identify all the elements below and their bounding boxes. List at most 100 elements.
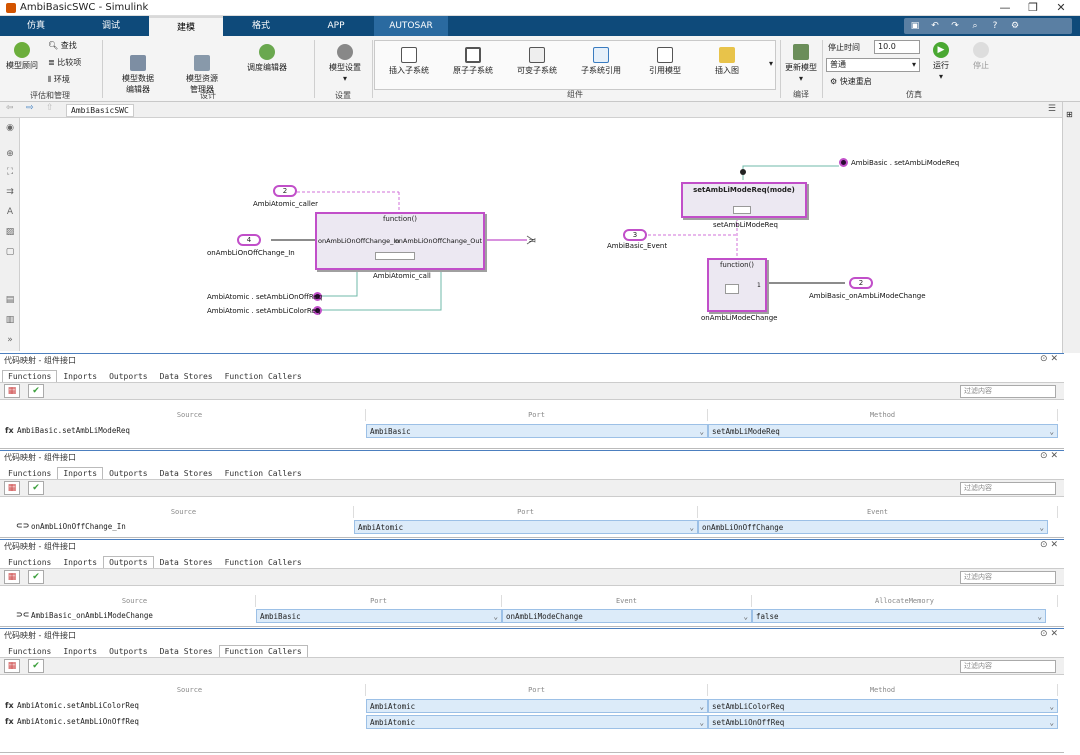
filter-input[interactable]: 过滤内容 (960, 660, 1056, 673)
table-cell-method[interactable]: setAmbLiModeReq⌄ (708, 424, 1058, 438)
check-icon[interactable]: ✔ (28, 384, 44, 398)
check-icon[interactable]: ✔ (28, 659, 44, 673)
fast-restart-button[interactable]: ⚙ 快速重启 (830, 76, 872, 87)
col-source[interactable]: Source (14, 506, 354, 518)
filter-input[interactable]: 过滤内容 (960, 385, 1056, 398)
table-cell-event[interactable]: onAmbLiModeChange⌄ (502, 609, 752, 623)
subtab-outports[interactable]: Outports (109, 372, 148, 381)
breadcrumb[interactable]: AmbiBasicSWC (66, 104, 134, 117)
subtab-data-stores[interactable]: Data Stores (159, 558, 213, 567)
menu-icon[interactable]: ☰ (1047, 104, 1056, 114)
table-cell-method[interactable]: setAmbLiColorReq⌄ (708, 699, 1058, 713)
table-cell-port[interactable]: AmbiAtomic⌄ (366, 715, 708, 729)
atomic-subsystem-block[interactable]: function() onAmbLiOnOffChange_In onAmbLi… (315, 212, 485, 270)
subtab-functions[interactable]: Functions (8, 558, 52, 567)
fit-view-icon[interactable]: ⛶ (6, 167, 14, 177)
image-icon[interactable]: ▨ (5, 227, 15, 237)
panel-controls[interactable]: ⊙ ✕ (1040, 629, 1058, 639)
table-icon[interactable]: ▦ (4, 384, 20, 398)
col-source[interactable]: Source (14, 595, 256, 607)
table-icon[interactable]: ▦ (4, 481, 20, 495)
col-port[interactable]: Port (366, 684, 708, 696)
insert-chart-button[interactable]: 插入图 (697, 47, 757, 76)
screenshot-icon[interactable]: ▤ (5, 295, 15, 305)
col-method[interactable]: Method (708, 684, 1058, 696)
sl-port-onoff[interactable] (313, 292, 322, 301)
subtab-inports[interactable]: Inports (63, 647, 98, 656)
maximize-icon[interactable]: ❐ (1028, 1, 1038, 14)
col-source[interactable]: Source (14, 409, 366, 421)
minimize-icon[interactable]: — (999, 1, 1011, 14)
area-icon[interactable]: ▢ (5, 247, 15, 257)
subtab-inports[interactable]: Inports (57, 467, 104, 479)
subsystem-reference-button[interactable]: 子系统引用 (571, 47, 631, 76)
tab-modeling[interactable]: 建模 (149, 16, 223, 36)
table-cell-port[interactable]: AmbiAtomic⌄ (354, 520, 698, 534)
filter-input[interactable]: 过滤内容 (960, 571, 1056, 584)
subtab-inports[interactable]: Inports (63, 558, 98, 567)
model-data-editor-button[interactable]: 模型数据 编辑器 (112, 44, 164, 95)
annotation-icon[interactable]: A (6, 207, 14, 217)
table-cell-event[interactable]: onAmbLiOnOffChange⌄ (698, 520, 1048, 534)
environment-button[interactable]: ⫴ 环境 (48, 74, 70, 85)
subtab-inports[interactable]: Inports (63, 372, 98, 381)
simulink-function-block[interactable]: setAmbLiModeReq(mode) (681, 182, 807, 218)
find-button[interactable]: 🔍︎ 查找 (48, 40, 77, 51)
close-icon[interactable]: ✕ (1056, 1, 1066, 14)
stop-button[interactable]: 停止 (966, 42, 996, 71)
subtab-functions[interactable]: Functions (8, 647, 52, 656)
panel-controls[interactable]: ⊙ ✕ (1040, 354, 1058, 364)
subtab-functions[interactable]: Functions (8, 469, 52, 478)
model-settings-button[interactable]: 模型设置▾ (322, 44, 368, 84)
run-button[interactable]: ▶运行▾ (926, 42, 956, 82)
check-icon[interactable]: ✔ (28, 570, 44, 584)
col-event[interactable]: Event (698, 506, 1058, 518)
inport-3[interactable]: 3 (623, 229, 647, 241)
schedule-editor-button[interactable]: 调度编辑器 (238, 44, 296, 73)
redo-icon[interactable]: ↷ (951, 21, 959, 31)
tab-apps[interactable]: APP (327, 21, 345, 31)
col-event[interactable]: Event (502, 595, 752, 607)
tab-debug[interactable]: 调试 (101, 21, 120, 31)
arrow-icon[interactable]: ⇉ (6, 187, 14, 197)
inport-2[interactable]: 2 (273, 185, 297, 197)
search-icon[interactable]: ⌕ (972, 21, 978, 31)
table-icon[interactable]: ▦ (4, 659, 20, 673)
property-inspector-strip[interactable]: ⊞ (1062, 102, 1080, 353)
table-cell-method[interactable]: setAmbLiOnOffReq⌄ (708, 715, 1058, 729)
undo-icon[interactable]: ↶ (931, 21, 939, 31)
panel-controls[interactable]: ⊙ ✕ (1040, 540, 1058, 550)
subtab-data-stores[interactable]: Data Stores (159, 647, 213, 656)
zoom-icon[interactable]: ⊕ (6, 149, 14, 159)
compare-button[interactable]: ≣ 比较项 (48, 57, 81, 68)
subtab-data-stores[interactable]: Data Stores (159, 372, 213, 381)
table-cell-port[interactable]: AmbiBasic⌄ (256, 609, 502, 623)
table-cell-allocate-memory[interactable]: false⌄ (752, 609, 1046, 623)
settings-icon[interactable]: ⚙ (1010, 21, 1020, 31)
gallery-expand-icon[interactable]: ▾ (768, 59, 773, 68)
col-source[interactable]: Source (14, 684, 366, 696)
table-cell-port[interactable]: AmbiAtomic⌄ (366, 699, 708, 713)
sl-port-mode[interactable] (839, 158, 848, 167)
function-call-subsystem-block[interactable]: function() 1 (707, 258, 767, 312)
outport-2[interactable]: 2 (849, 277, 873, 289)
back-icon[interactable]: ⇦ (6, 103, 14, 113)
col-port[interactable]: Port (256, 595, 502, 607)
panel-controls[interactable]: ⊙ ✕ (1040, 451, 1058, 461)
update-model-button[interactable]: 更新模型▾ (782, 44, 820, 84)
properties-icon[interactable]: ▥ (5, 315, 15, 325)
atomic-subsystem-button[interactable]: 原子子系统 (443, 47, 503, 76)
col-allocate-memory[interactable]: AllocateMemory (752, 595, 1058, 607)
help-icon[interactable]: ? (992, 21, 998, 31)
sl-port-color[interactable] (313, 306, 322, 315)
save-icon[interactable]: ▣ (910, 21, 920, 31)
up-icon[interactable]: ⇧ (46, 103, 54, 113)
model-advisor-button[interactable]: 模型顾问 (4, 42, 40, 71)
stop-time-input[interactable]: 10.0 (874, 40, 920, 54)
col-port[interactable]: Port (354, 506, 698, 518)
col-method[interactable]: Method (708, 409, 1058, 421)
subtab-function-callers[interactable]: Function Callers (218, 645, 308, 657)
inport-4[interactable]: 4 (237, 234, 261, 246)
subtab-data-stores[interactable]: Data Stores (159, 469, 213, 478)
tab-simulation[interactable]: 仿真 (26, 21, 45, 31)
